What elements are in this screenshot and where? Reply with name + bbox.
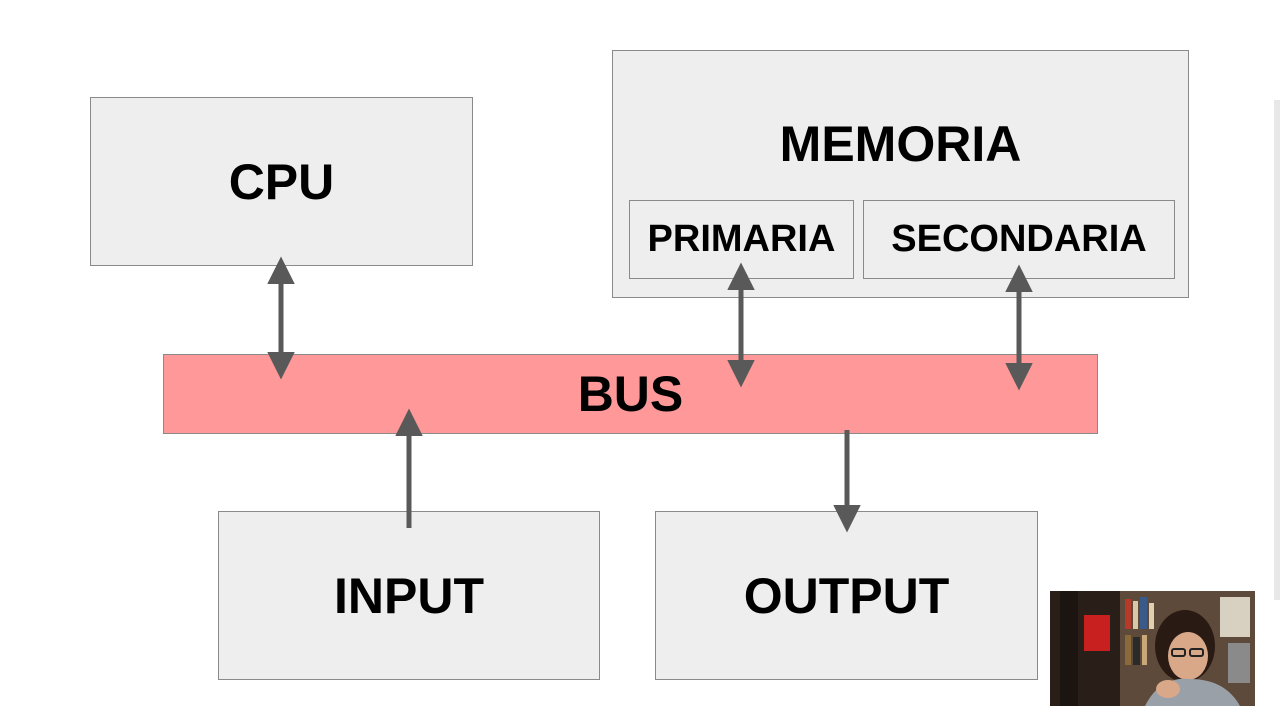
primaria-label: PRIMARIA bbox=[647, 218, 836, 260]
input-label: INPUT bbox=[334, 567, 484, 624]
output-box: OUTPUT bbox=[655, 511, 1038, 680]
secondaria-box: SECONDARIA bbox=[863, 200, 1175, 279]
input-box: INPUT bbox=[218, 511, 600, 680]
cpu-box: CPU bbox=[90, 97, 473, 266]
scrollbar[interactable] bbox=[1274, 100, 1280, 600]
memoria-label: MEMORIA bbox=[779, 116, 1022, 172]
bus-box: BUS bbox=[163, 354, 1098, 434]
secondaria-label: SECONDARIA bbox=[891, 218, 1147, 260]
bus-label: BUS bbox=[577, 366, 684, 422]
output-label: OUTPUT bbox=[743, 567, 950, 624]
primaria-box: PRIMARIA bbox=[629, 200, 854, 279]
cpu-label: CPU bbox=[228, 153, 335, 210]
presenter-webcam bbox=[1050, 591, 1255, 706]
